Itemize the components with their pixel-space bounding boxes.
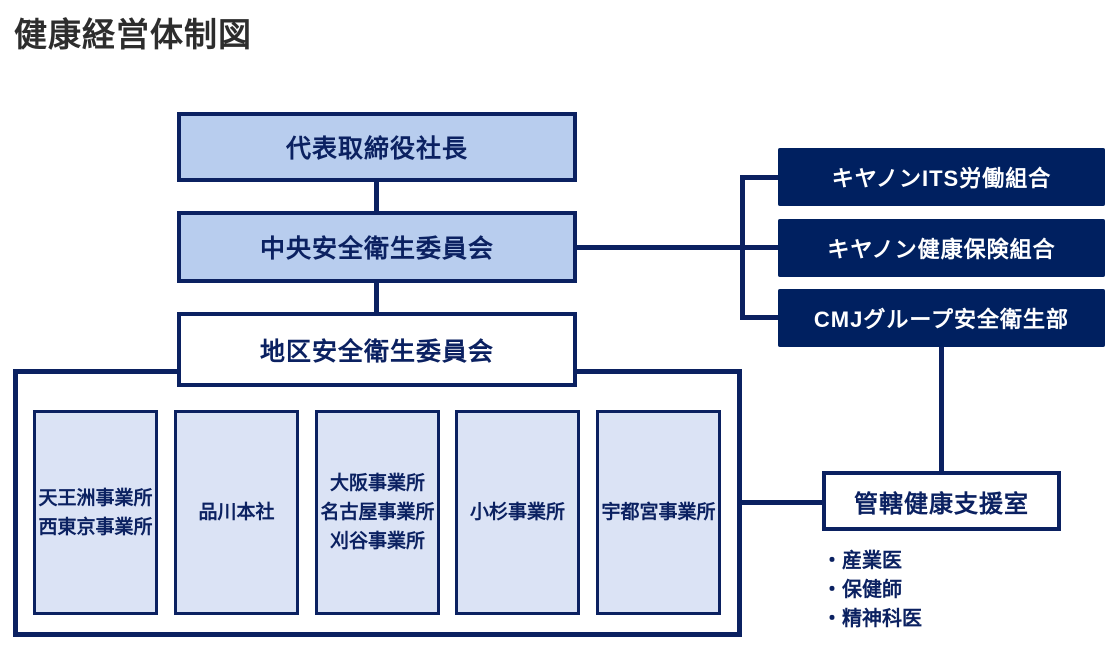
box-canon-its-labor-union: キヤノンITS労働組合 — [778, 148, 1105, 206]
support-staff-item: ・保健師 — [822, 579, 902, 601]
connector-stub-union — [740, 175, 780, 180]
box-district-safety-committee: 地区安全衛生委員会 — [177, 312, 577, 387]
box-health-support-office-label: 管轄健康支援室 — [854, 490, 1029, 518]
box-site-kosugi: 小杉事業所 — [455, 410, 580, 615]
site-label-line: 小杉事業所 — [469, 502, 565, 523]
support-staff-item: ・産業医 — [822, 550, 902, 572]
box-site-osaka-nagoya-kariya: 大阪事業所 名古屋事業所 刈谷事業所 — [315, 410, 440, 615]
related-org-label: キヤノン健康保険組合 — [827, 237, 1056, 262]
connector-central-related-orgs — [575, 245, 780, 250]
box-site-shinagawa-hq: 品川本社 — [174, 410, 299, 615]
box-district-safety-committee-label: 地区安全衛生委員会 — [259, 337, 494, 366]
connector-cmj-support-office — [939, 345, 944, 473]
box-cmj-group-safety-health-dept: CMJグループ安全衛生部 — [778, 289, 1105, 347]
site-label-line: 大阪事業所 — [329, 473, 425, 494]
box-central-safety-committee: 中央安全衛生委員会 — [177, 211, 577, 283]
page-title: 健康経営体制図 — [14, 16, 252, 53]
box-site-utsunomiya: 宇都宮事業所 — [596, 410, 721, 615]
box-central-safety-committee-label: 中央安全衛生委員会 — [259, 235, 494, 263]
site-label-line: 名古屋事業所 — [320, 502, 435, 523]
related-org-label: キヤノンITS労働組合 — [831, 166, 1052, 191]
site-label-line: 刈谷事業所 — [329, 531, 425, 552]
box-health-support-office: 管轄健康支援室 — [822, 471, 1061, 531]
site-label-line: 西東京事業所 — [38, 516, 153, 538]
related-org-label: CMJグループ安全衛生部 — [813, 307, 1070, 332]
support-staff-item: ・精神科医 — [822, 608, 922, 630]
support-staff-list: ・産業医 ・保健師 ・精神科医 — [822, 547, 922, 634]
box-canon-health-insurance-union: キヤノン健康保険組合 — [778, 219, 1105, 277]
connector-central-district — [374, 281, 379, 314]
connector-related-orgs-vertical — [740, 175, 745, 320]
site-label-line: 宇都宮事業所 — [601, 502, 716, 523]
box-president-label: 代表取締役社長 — [285, 135, 468, 163]
connector-stub-cmj — [740, 315, 780, 320]
site-label-line: 品川本社 — [198, 502, 275, 523]
site-label-line: 天王洲事業所 — [38, 487, 153, 509]
box-president: 代表取締役社長 — [177, 112, 577, 182]
connector-president-central — [374, 180, 379, 213]
connector-sites-support-office — [737, 500, 824, 505]
box-site-tennozu-nishitokyo: 天王洲事業所 西東京事業所 — [33, 410, 158, 615]
